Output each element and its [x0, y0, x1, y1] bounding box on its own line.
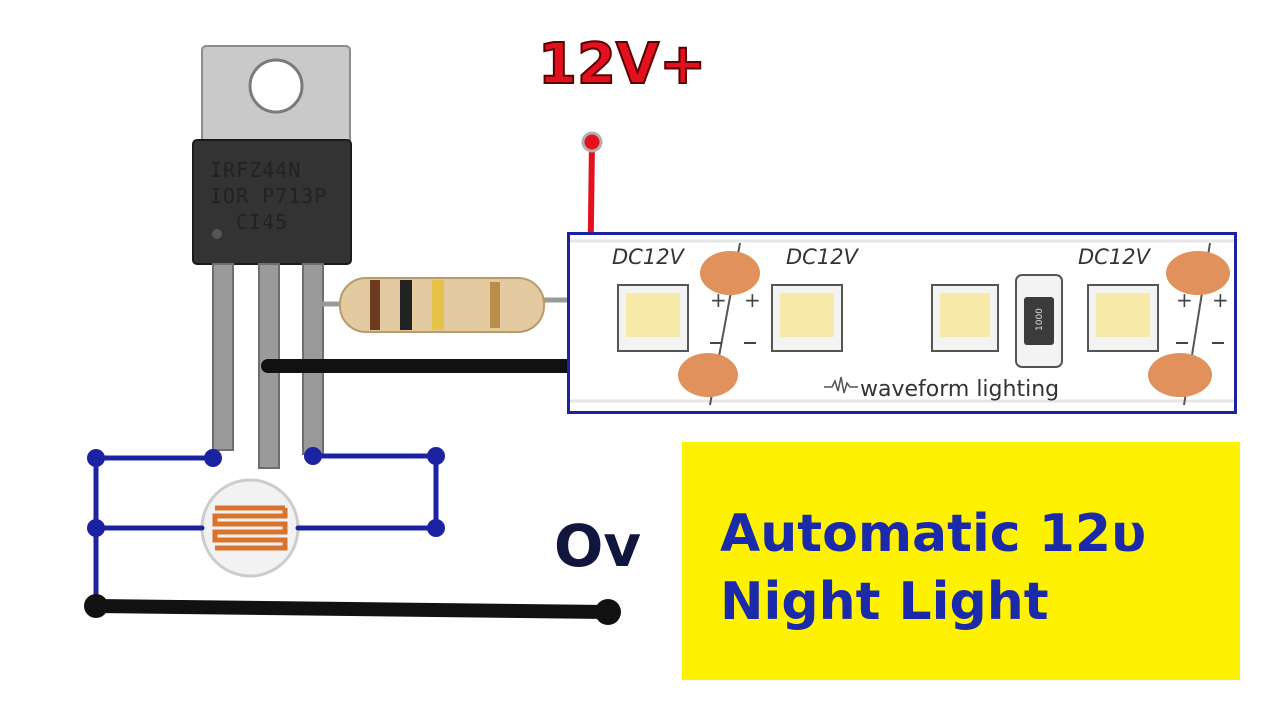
title-line-2: Night Light — [720, 572, 1049, 632]
ground-terminal-right — [595, 599, 621, 625]
mosfet — [192, 45, 352, 469]
junction-dot-3 — [87, 519, 105, 537]
plus-icon: + — [1176, 288, 1193, 312]
led-chip-3 — [931, 284, 999, 352]
resistor-band-3 — [432, 280, 444, 330]
led-strip-panel: + + + + 1000 — [567, 232, 1237, 414]
pad-3 — [1166, 251, 1230, 295]
led-chip-2 — [771, 284, 843, 352]
led-chip-1 — [617, 284, 689, 352]
ground-label: Ov — [554, 512, 642, 580]
smd-resistor-code: 1000 — [1035, 308, 1045, 331]
strip-caption: waveform lighting — [860, 377, 1060, 402]
plus-icon: + — [1212, 288, 1229, 312]
title-banner: Automatic 12υ Night Light — [682, 442, 1240, 680]
mosfet-marking-line3: CI45 — [236, 210, 289, 234]
strip-voltage-label-3: DC12V — [1078, 245, 1150, 269]
positive-supply-label: 12V+ — [537, 31, 707, 98]
mosfet-dot-icon — [212, 229, 222, 239]
resistor-band-2 — [400, 280, 412, 330]
junction-dot-5 — [427, 447, 445, 465]
junction-dot-6 — [427, 519, 445, 537]
plus-icon: + — [710, 288, 727, 312]
positive-terminal-top — [581, 131, 603, 153]
resistor-band-4 — [490, 282, 500, 328]
junction-dot-2 — [204, 449, 222, 467]
led-strip-drawing: + + + + 1000 — [570, 239, 1234, 406]
strip-voltage-label-2: DC12V — [786, 245, 858, 269]
strip-voltage-label-1: DC12V — [612, 245, 684, 269]
resistor — [306, 277, 592, 333]
junction-dot-1 — [87, 449, 105, 467]
ground-wires — [84, 359, 621, 625]
pad-4 — [1148, 353, 1212, 397]
waveform-icon — [824, 376, 858, 394]
ldr-track — [212, 505, 288, 551]
wire-source-to-ldr — [295, 453, 439, 531]
ground-terminal-left — [84, 594, 108, 618]
mosfet-marking-line2: IOR P713P — [210, 184, 328, 208]
mosfet-marking-line1: IRFZ44N — [210, 158, 302, 182]
mosfet-gate-leg — [212, 263, 234, 451]
title-line-1: Automatic 12υ — [720, 504, 1147, 564]
mosfet-mounting-hole — [248, 58, 304, 114]
pad-2 — [678, 353, 738, 397]
plus-icon: + — [744, 288, 761, 312]
resistor-band-1 — [370, 280, 380, 330]
wire-gate-to-ldr — [93, 455, 216, 609]
connection-wires — [87, 447, 445, 609]
ground-wire-bottom — [89, 599, 615, 619]
pad-1 — [700, 251, 760, 295]
junction-dot-4 — [304, 447, 322, 465]
led-chip-4 — [1087, 284, 1159, 352]
smd-resistor: 1000 — [1015, 274, 1063, 368]
